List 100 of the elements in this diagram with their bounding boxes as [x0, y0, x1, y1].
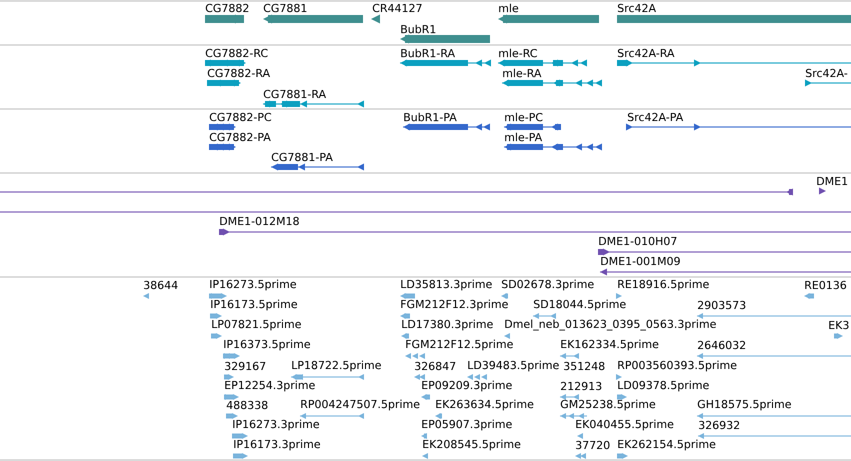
labeled-feature: Src42A-RA [616, 48, 851, 66]
node-label: Dmel_neb_013623_0395_0563.3prime [505, 320, 716, 330]
node-label: LD35813.3prime [401, 280, 492, 290]
node-label: 212913 [561, 382, 602, 390]
node-label: CG7882-PA [210, 132, 271, 142]
labeled-feature: RE18916.5prime [616, 280, 709, 299]
labeled-feature: EK262154.5prime [617, 440, 716, 459]
node-label: EK3 [829, 320, 848, 330]
node-label: RE0136 [805, 280, 846, 290]
labeled-feature: EK040455.5prime [576, 420, 674, 439]
node-label: IP16373.5prime [224, 340, 310, 350]
node-label: 326932 [699, 420, 740, 430]
node-label: LP18722.5prime [292, 360, 381, 372]
labeled-feature: 2903573 [696, 300, 851, 319]
labeled-feature: DME1-012M18 [218, 216, 851, 236]
node-label: GH18575.5prime [698, 400, 791, 410]
node-label: FGM212F12.5prime [406, 340, 513, 350]
labeled-feature: DME1-001M09 [600, 256, 851, 276]
labeled-feature: mle-RA [502, 68, 602, 86]
labeled-feature: 326847 [414, 362, 456, 380]
labeled-feature: CG7882 [205, 4, 248, 24]
node-label: DME1-001M09 [601, 256, 680, 266]
labeled-feature: LD39483.5prime [467, 360, 559, 380]
labeled-feature: IP16373.5prime [223, 340, 310, 359]
labeled-feature: Src42A-PA [626, 112, 851, 130]
node-label: LD17380.3prime [402, 320, 493, 330]
labeled-feature: RE0136 [804, 280, 846, 299]
node-label: CG7882-RC [206, 48, 268, 58]
node-label: mle-PC [505, 112, 542, 122]
labeled-feature: EK208545.5prime [422, 440, 520, 459]
labeled-feature: Dmel_neb_013623_0395_0563.3prime [504, 320, 716, 339]
labeled-feature: BubR1-RA [400, 48, 491, 66]
node-label: mle [499, 4, 518, 12]
labeled-feature: Src42A- [805, 68, 851, 86]
labeled-feature: CG7882-RC [205, 48, 268, 66]
node-label: RE18916.5prime [618, 280, 709, 290]
labeled-feature: IP16273.5prime [209, 280, 296, 299]
node-label: IP16273.5prime [210, 280, 296, 290]
node-label: EP12254.3prime [225, 380, 315, 392]
labeled-feature: RP003560393.5prime [616, 360, 736, 380]
node-label: CG7882-PC [210, 112, 272, 122]
labeled-feature: DME1-010H07 [598, 236, 851, 256]
labeled-feature: mle-RC [498, 48, 588, 66]
labeled-feature: BubR1 [400, 24, 490, 44]
labeled-feature: 38644 [143, 280, 178, 299]
labeled-feature: 2646032 [696, 340, 851, 359]
node-label: BubR1 [401, 24, 436, 34]
labeled-feature: IP16173.3prime [233, 440, 320, 459]
node-label: CR44127 [372, 4, 422, 12]
node-label: GM25238.5prime [560, 400, 656, 410]
node-label: IP16273.3prime [233, 420, 320, 430]
labeled-feature: 37720 [575, 440, 610, 459]
node-label: IP16173.3prime [234, 440, 320, 450]
labeled-feature: mle-PA [504, 132, 602, 150]
labeled-feature: SD18044.5prime [532, 300, 626, 319]
labeled-feature: EK162334.5prime [560, 340, 658, 359]
labeled-feature: EK263634.5prime [435, 400, 534, 419]
node-label: BubR1-PA [404, 112, 457, 122]
labeled-feature: CG7882-PC [209, 112, 272, 130]
node-label: LP07821.5prime [212, 320, 301, 330]
labeled-feature: CG7882-RA [207, 68, 270, 86]
node-label: CG7881-RA [264, 90, 326, 98]
labeled-feature: LD09378.5prime [617, 380, 709, 400]
node-label: EK162334.5prime [561, 340, 658, 350]
node-label: RP004247507.5prime [301, 400, 420, 410]
labeled-feature: EP05907.3prime [421, 420, 512, 439]
node-label: CG7881-PA [272, 152, 333, 162]
labeled-feature: CG7882-PA [209, 132, 271, 150]
node-label: 488338 [226, 400, 268, 410]
labeled-feature: mle-PC [504, 112, 562, 130]
labeled-feature: LD35813.3prime [400, 280, 492, 299]
node-label: mle-RA [503, 68, 542, 78]
labeled-feature: CG7881-PA [270, 152, 364, 170]
labeled-feature: SD02678.3prime [501, 280, 594, 299]
node-label: EK208545.5prime [423, 440, 520, 450]
node-label: CG7882 [206, 4, 248, 12]
node-label: EK262154.5prime [618, 440, 716, 450]
node-label: FGM212F12.3prime [401, 300, 508, 310]
labeled-feature: FGM212F12.3prime [400, 300, 508, 319]
node-label: SD02678.3prime [502, 280, 594, 290]
node-label: CG7882-RA [208, 68, 270, 78]
node-label: RP003560393.5prime [618, 360, 736, 372]
node-label: DME1 [817, 177, 848, 186]
labeled-feature: Src42A [617, 4, 851, 23]
labeled-feature: EP12254.3prime [224, 380, 315, 400]
feature-line [0, 188, 794, 196]
labeled-feature: LD17380.3prime [401, 320, 493, 339]
node-label: 37720 [576, 440, 610, 450]
labeled-feature: BubR1-PA [402, 112, 490, 130]
node-label: LD39483.5prime [468, 360, 559, 372]
node-label: CG7881 [264, 4, 306, 12]
node-label: BubR1-RA [401, 48, 455, 58]
labeled-feature: IP16273.3prime [232, 420, 320, 439]
node-label: EK040455.5prime [576, 420, 674, 430]
labeled-feature: IP16173.5prime [210, 300, 298, 319]
node-label: mle-RC [499, 48, 537, 58]
labeled-feature: EK3 [829, 320, 848, 339]
node-label: 329167 [225, 362, 266, 370]
labeled-feature: GM25238.5prime [560, 400, 656, 419]
node-label: EP05907.3prime [422, 420, 512, 430]
